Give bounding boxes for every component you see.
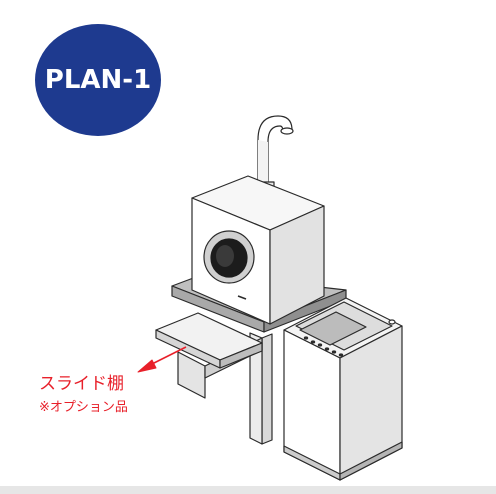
arrow-icon [137,346,187,373]
slide-shelf-label: スライド棚 [39,374,124,394]
bottom-band [0,486,496,494]
option-note: ※オプション品 [39,400,128,415]
gas-dryer-illustration [191,115,325,325]
slide-shelf-illustration [155,312,263,369]
plan-label: PLAN-1 [44,65,152,95]
washing-machine-illustration [283,297,403,481]
plan-badge: PLAN-1 [35,24,161,136]
